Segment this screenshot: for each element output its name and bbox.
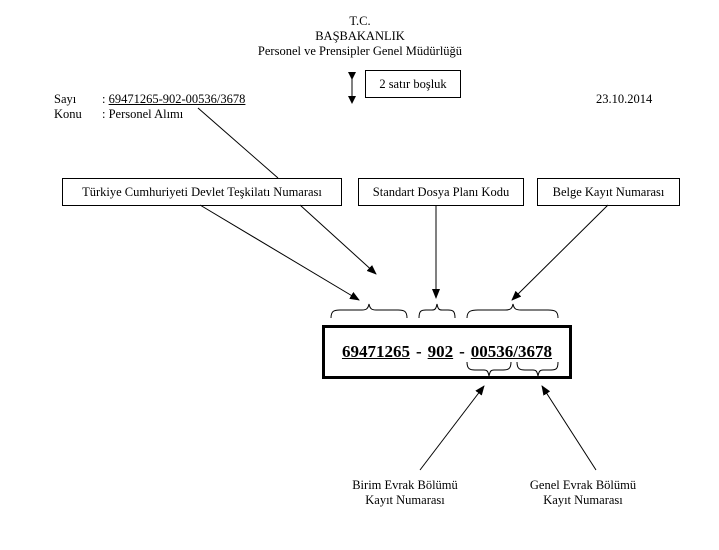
- sayi-to-teskilat-arrow: [197, 107, 279, 179]
- document-number-box: 69471265 - 902 - 00536/3678: [322, 325, 572, 379]
- code-separator-1: -: [415, 342, 422, 361]
- code-dosya: 902: [427, 342, 454, 361]
- sayi-number: 69471265-902-00536/3678: [108, 92, 246, 106]
- teskilat-label-box: Türkiye Cumhuriyeti Devlet Teşkilatı Num…: [62, 178, 342, 206]
- brace-teskilat: [330, 303, 408, 319]
- dosya-label: Standart Dosya Planı Kodu: [372, 184, 510, 199]
- belge-label: Belge Kayıt Numarası: [552, 184, 665, 199]
- belge-arrow: [511, 204, 609, 301]
- header-tc: T.C.: [349, 14, 371, 28]
- genel-caption-line1: Genel Evrak Bölümü: [529, 478, 637, 492]
- genel-caption-line2: Kayıt Numarası: [543, 493, 623, 507]
- brace-dosya: [418, 303, 456, 319]
- spacing-note-text: 2 satır boşluk: [379, 76, 447, 91]
- birim-caption: Birim Evrak Bölümü Kayıt Numarası: [330, 478, 480, 508]
- sayi-colon: :: [102, 92, 109, 106]
- spacing-note-box: 2 satır boşluk: [365, 70, 461, 98]
- code-separator-2: -: [459, 342, 465, 361]
- teskilat-label: Türkiye Cumhuriyeti Devlet Teşkilatı Num…: [82, 184, 322, 199]
- code-belge: 00536/3678: [470, 342, 553, 361]
- header-basbakanlik: BAŞBAKANLIK: [315, 29, 405, 43]
- konu-label: Konu: [54, 107, 82, 121]
- code-teskilat: 69471265: [341, 342, 410, 361]
- birim-caption-line2: Kayıt Numarası: [365, 493, 445, 507]
- birim-caption-line1: Birim Evrak Bölümü: [352, 478, 458, 492]
- birim-arrow: [419, 385, 485, 471]
- dosya-label-box: Standart Dosya Planı Kodu: [358, 178, 524, 206]
- header-department: Personel ve Prensipler Genel Müdürlüğü: [257, 44, 463, 58]
- teskilat-arrow-1: [199, 204, 360, 301]
- belge-label-box: Belge Kayıt Numarası: [537, 178, 680, 206]
- sayi-label: Sayı: [54, 92, 77, 106]
- genel-caption: Genel Evrak Bölümü Kayıt Numarası: [508, 478, 658, 508]
- genel-arrow: [541, 385, 597, 471]
- teskilat-arrow-2: [299, 204, 377, 275]
- brace-belge: [466, 303, 559, 319]
- sayi-value: : 69471265-902-00536/3678: [102, 92, 245, 107]
- document-date: 23.10.2014: [596, 92, 653, 106]
- konu-value: : Personel Alımı: [102, 107, 184, 121]
